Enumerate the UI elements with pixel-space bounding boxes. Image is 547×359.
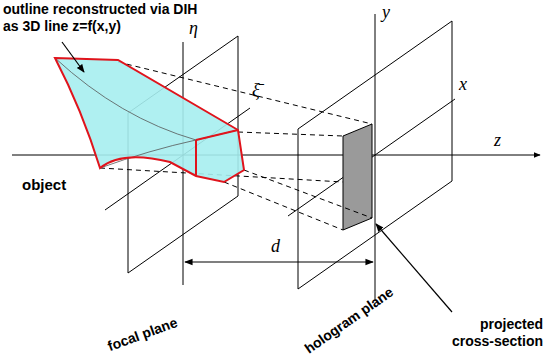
axis-label: η — [189, 18, 198, 38]
axis-label: ξ̄ — [252, 80, 260, 100]
object-body — [55, 58, 244, 182]
y-axis — [375, 14, 376, 300]
cross-section — [343, 124, 372, 230]
callout-note: outline reconstructed via DIH as 3D line… — [3, 1, 207, 35]
callout-note: projected cross-section — [446, 316, 543, 350]
dimension-label: d — [271, 236, 280, 256]
distance-arrow — [185, 261, 373, 262]
reconstructed-outline-front — [196, 130, 238, 176]
reconstructed-outline — [55, 58, 244, 182]
plane-label: focal plane — [105, 314, 180, 355]
object-label: object — [22, 176, 66, 193]
axis-label: x — [459, 74, 467, 94]
axis-label: y — [382, 2, 390, 22]
axis-label: z — [494, 130, 501, 150]
plane-label: hologram plane — [302, 283, 397, 357]
z-axis — [12, 155, 540, 156]
leader-arrow — [62, 42, 84, 72]
